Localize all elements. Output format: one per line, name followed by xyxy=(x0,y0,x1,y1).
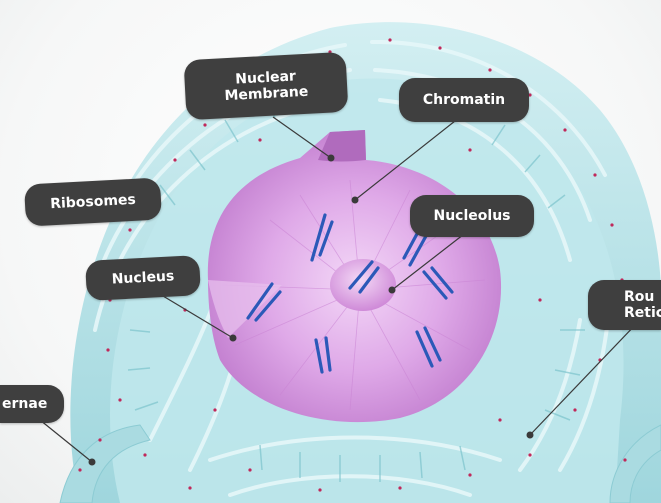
label-rough-er: Rou Retic xyxy=(588,280,661,330)
label-cisternae: ernae xyxy=(0,385,64,423)
label-ribosomes: Ribosomes xyxy=(23,177,163,227)
label-chromatin: Chromatin xyxy=(399,78,529,122)
leader-lines xyxy=(39,116,639,463)
label-nucleolus: Nucleolus xyxy=(410,195,534,237)
leader-endpoints xyxy=(88,154,534,466)
label-nucleus: Nucleus xyxy=(85,255,201,301)
nucleolus-body xyxy=(330,259,396,311)
chromosomes xyxy=(246,213,454,374)
label-nuclear-membrane: Nuclear Membrane xyxy=(183,51,349,121)
